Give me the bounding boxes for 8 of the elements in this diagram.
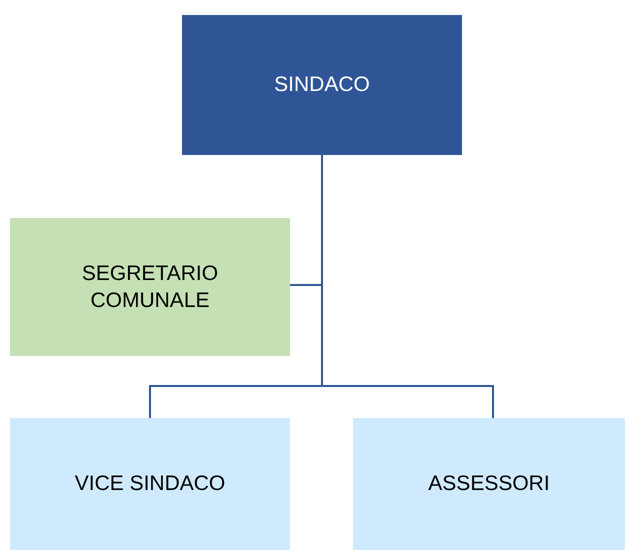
role-title: SINDACO [274,72,370,98]
role-title: VICE SINDACO [74,471,226,498]
role-title: SEGRETARIO COMUNALE [80,260,220,314]
position-box [10,418,290,550]
role-title: ASSESSORI [428,471,550,498]
position-box [182,15,462,155]
position-box [353,418,625,550]
position-box [10,218,290,356]
